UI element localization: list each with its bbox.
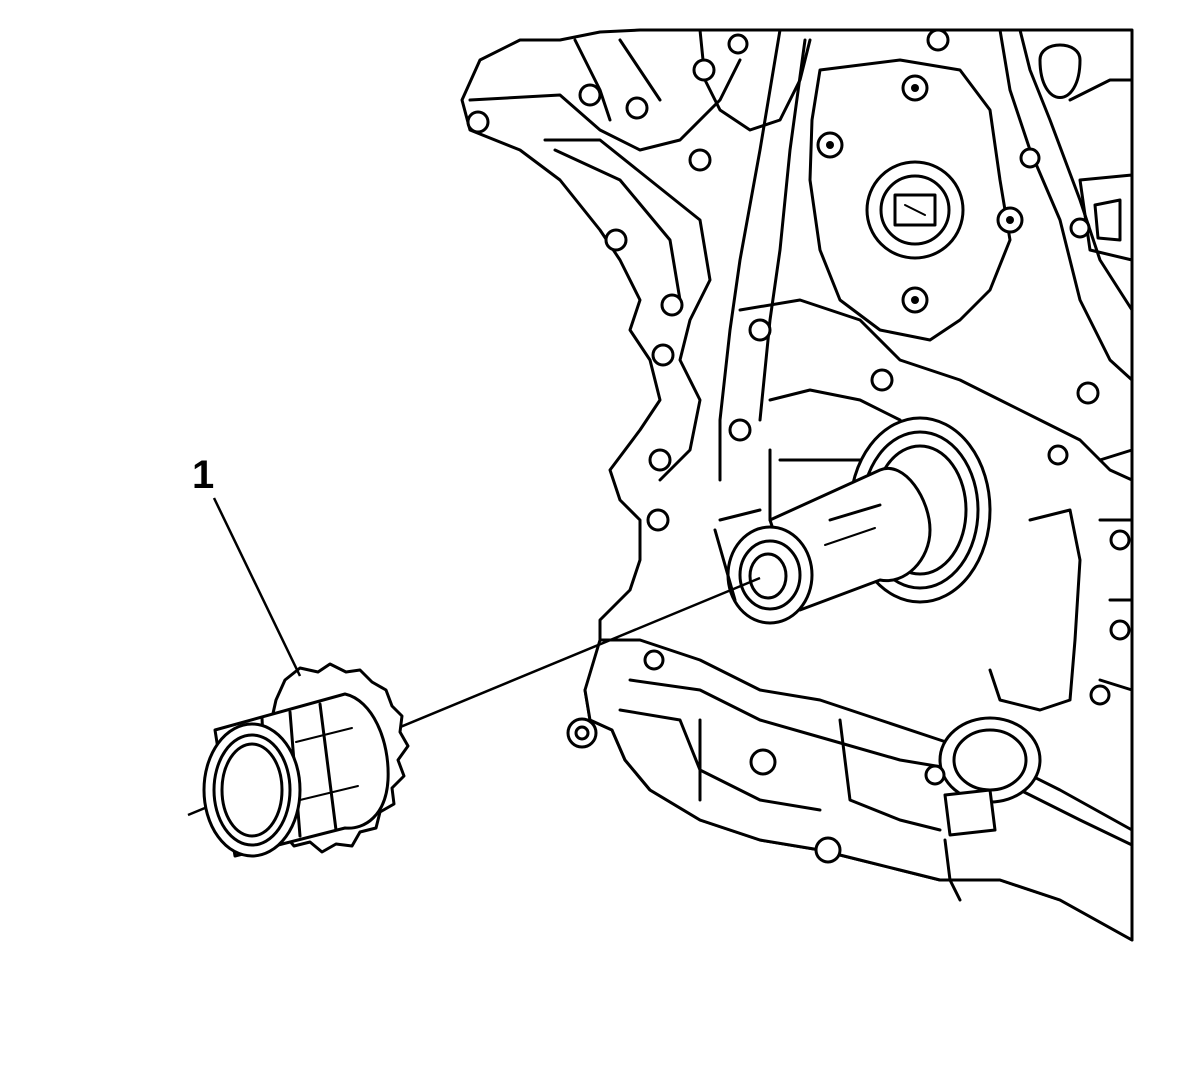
callout-1: 1 bbox=[192, 453, 302, 677]
crankshaft-sprocket bbox=[202, 662, 410, 858]
leader-line bbox=[212, 497, 302, 677]
bolt-holes bbox=[466, 28, 1131, 786]
engine-block bbox=[460, 28, 1134, 942]
callout-label: 1 bbox=[192, 453, 214, 497]
